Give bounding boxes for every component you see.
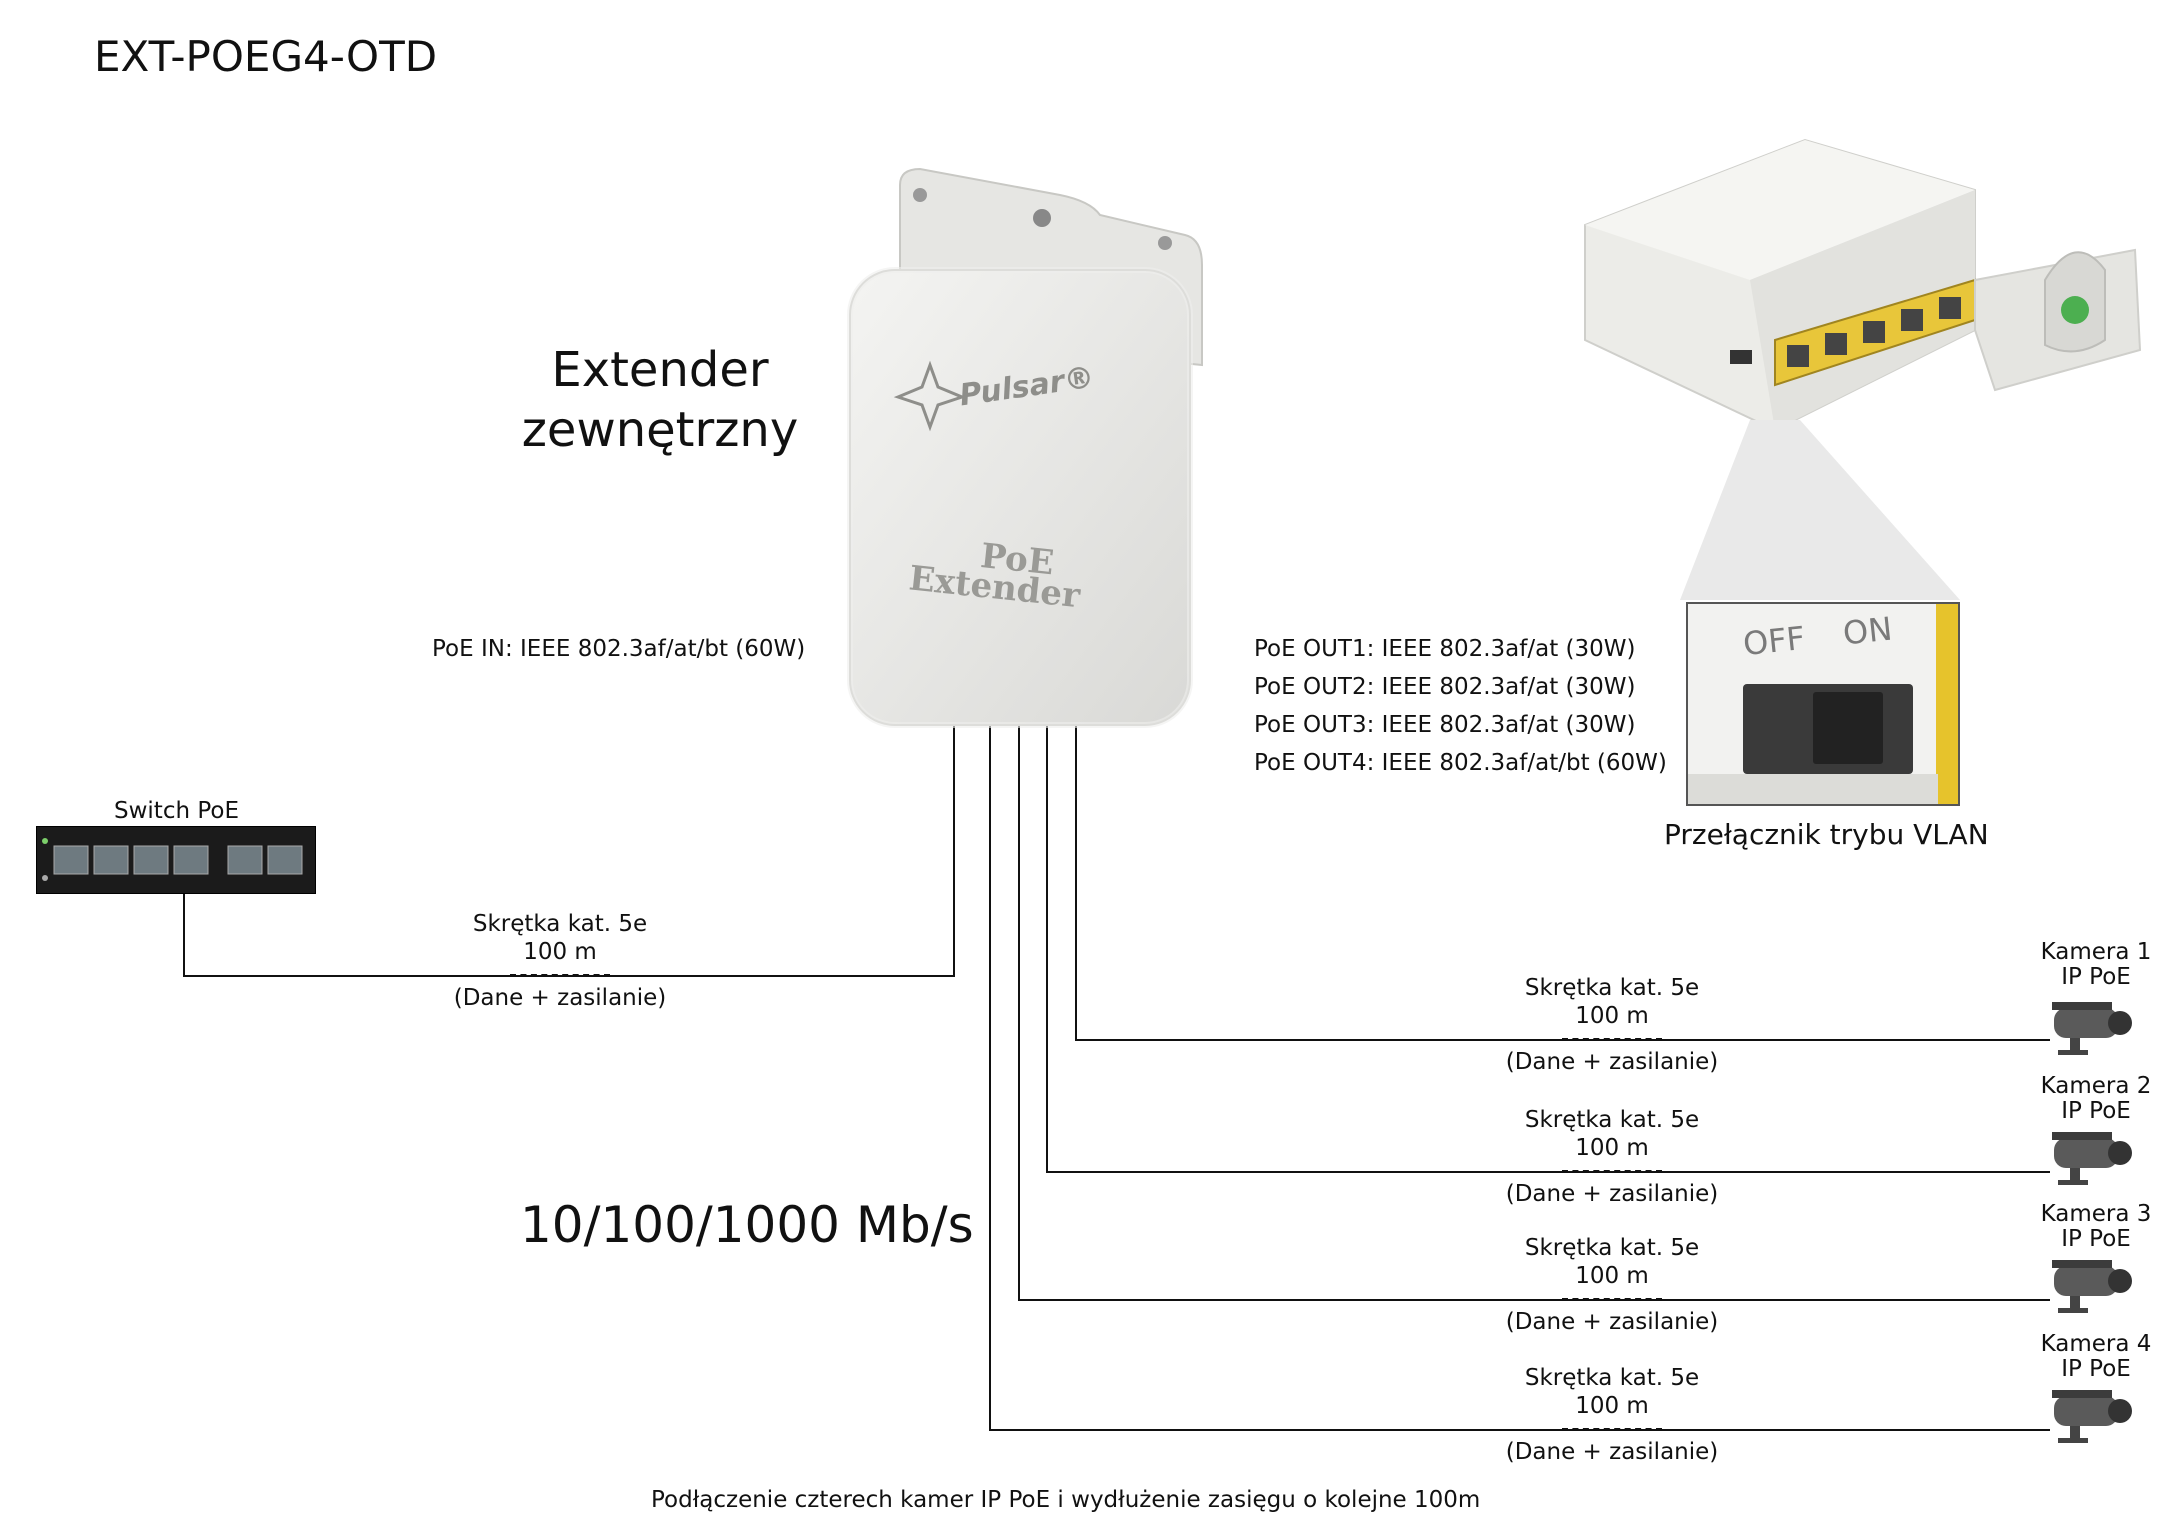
cable-label-switch: Skrętka kat. 5e 100 m (Dane + zasilanie) [453, 911, 667, 1011]
vlan-on-label: ON [1841, 609, 1894, 653]
extender-heading-line2: zewnętrzny [521, 402, 799, 458]
zoom-funnel [1680, 420, 1960, 600]
camera-3-icon [2052, 1260, 2132, 1313]
speed-label: 10/100/1000 Mb/s [520, 1196, 974, 1254]
camera-2-icon [2052, 1132, 2132, 1185]
pulsar-logo-icon [893, 360, 967, 432]
vlan-switch-small [1730, 350, 1752, 364]
extender-device: Pulsar® PoE Extender [847, 167, 1203, 728]
wire-camera-1 [1075, 710, 2050, 1041]
wire-camera-3 [1018, 702, 2050, 1301]
diagram-title: EXT-POEG4-OTD [94, 32, 438, 81]
vlan-switch-label: Przełącznik trybu VLAN [1664, 818, 1989, 851]
cable-label-camera-4: Skrętka kat. 5e 100 m (Dane + zasilanie) [1505, 1365, 1719, 1465]
camera-4-label: Kamera 4 IP PoE [2040, 1331, 2152, 1382]
switch-label: Switch PoE [114, 798, 240, 824]
poe-out2-spec: PoE OUT2: IEEE 802.3af/at (30W) [1254, 674, 1636, 700]
vlan-toggle[interactable] [1743, 684, 1913, 774]
camera-4-icon [2052, 1390, 2132, 1443]
extender-heading-line1: Extender [551, 342, 769, 398]
poe-switch-device [36, 826, 316, 894]
poe-out3-spec: PoE OUT3: IEEE 802.3af/at (30W) [1254, 712, 1636, 738]
camera-1-label: Kamera 1 IP PoE [2040, 939, 2152, 990]
device-label-poe: PoE [979, 536, 1056, 583]
cable-label-camera-1: Skrętka kat. 5e 100 m (Dane + zasilanie) [1505, 975, 1719, 1075]
wire-camera-2 [1046, 706, 2050, 1173]
mount-hole-icon [1033, 209, 1051, 227]
camera-2-label: Kamera 2 IP PoE [2040, 1073, 2152, 1124]
cable-label-camera-3: Skrętka kat. 5e 100 m (Dane + zasilanie) [1505, 1235, 1719, 1335]
poe-in-spec: PoE IN: IEEE 802.3af/at/bt (60W) [432, 636, 806, 662]
poe-out4-spec: PoE OUT4: IEEE 802.3af/at/bt (60W) [1254, 750, 1667, 776]
extender-open-view [1584, 138, 2142, 432]
vlan-switch-inset: OFF ON [1686, 602, 1960, 806]
extender-heading: Extender zewnętrzny [520, 340, 800, 460]
cable-label-camera-2: Skrętka kat. 5e 100 m (Dane + zasilanie) [1505, 1107, 1719, 1207]
poe-out1-spec: PoE OUT1: IEEE 802.3af/at (30W) [1254, 636, 1636, 662]
wire-switch-extender [183, 685, 955, 977]
vlan-off-label: OFF [1741, 618, 1807, 664]
diagram-caption: Podłączenie czterech kamer IP PoE i wydł… [651, 1487, 1481, 1513]
wire-camera-4 [989, 697, 2050, 1431]
camera-1-icon [2052, 1002, 2132, 1055]
camera-3-label: Kamera 3 IP PoE [2040, 1201, 2152, 1252]
cable-gland-icon [2061, 296, 2089, 324]
